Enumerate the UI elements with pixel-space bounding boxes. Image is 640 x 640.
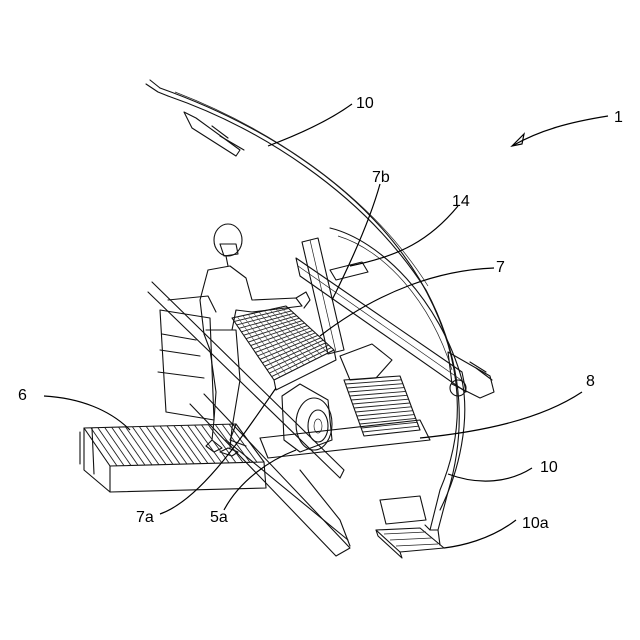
grate-bar bbox=[125, 427, 152, 465]
label-side-platform: 6 bbox=[18, 387, 27, 404]
reference-labels: 1 10 7b 14 7 8 10 10a 6 7a 5a bbox=[18, 95, 623, 532]
label-roller: 5a bbox=[210, 509, 228, 526]
leader-14 bbox=[350, 206, 458, 266]
grate-bar bbox=[146, 426, 173, 464]
leader-7 bbox=[320, 268, 494, 336]
leader-8 bbox=[420, 392, 582, 438]
label-tray: 7 bbox=[496, 259, 505, 276]
leader-lines bbox=[44, 104, 608, 548]
grate-bar bbox=[119, 427, 145, 465]
label-cable: 14 bbox=[452, 193, 470, 210]
grate-bar bbox=[132, 427, 159, 465]
leader-10-top bbox=[268, 104, 352, 146]
label-arch-bottom: 10 bbox=[540, 459, 558, 476]
grate-bar bbox=[351, 395, 407, 400]
grate-bar bbox=[174, 426, 201, 464]
arch-rail bbox=[146, 80, 459, 545]
grate-bar bbox=[188, 425, 215, 463]
grate-bar bbox=[98, 428, 124, 466]
grate-bar bbox=[91, 428, 117, 466]
leader-1 bbox=[512, 116, 608, 146]
leader-6 bbox=[44, 396, 130, 430]
base-plate bbox=[376, 528, 444, 558]
label-arch-top: 10 bbox=[356, 95, 374, 112]
grate-bar bbox=[153, 426, 180, 464]
leader-10a bbox=[444, 520, 516, 548]
label-tray-front: 7a bbox=[136, 509, 154, 526]
arrowhead-1 bbox=[512, 134, 524, 146]
grate-bar bbox=[105, 427, 131, 465]
grate-bar bbox=[348, 388, 404, 392]
grate-bar bbox=[350, 391, 406, 396]
grate-bar bbox=[167, 426, 194, 464]
grate-bar bbox=[112, 427, 138, 465]
grate-bar bbox=[181, 425, 208, 463]
label-frame: 8 bbox=[586, 373, 595, 390]
grate-bar bbox=[347, 384, 403, 388]
grate-bar bbox=[353, 399, 409, 404]
label-assembly: 1 bbox=[614, 109, 623, 126]
grate-bar bbox=[160, 426, 187, 464]
label-tray-top: 7b bbox=[372, 169, 390, 186]
grate-bar bbox=[354, 403, 410, 408]
label-arch-base: 10a bbox=[522, 515, 549, 532]
grate-bar bbox=[345, 380, 401, 384]
leader-10-bot bbox=[448, 468, 532, 481]
tray-grate bbox=[232, 306, 336, 390]
side-platform bbox=[80, 424, 266, 492]
grate-bar bbox=[139, 427, 166, 465]
base-rails bbox=[148, 282, 430, 556]
